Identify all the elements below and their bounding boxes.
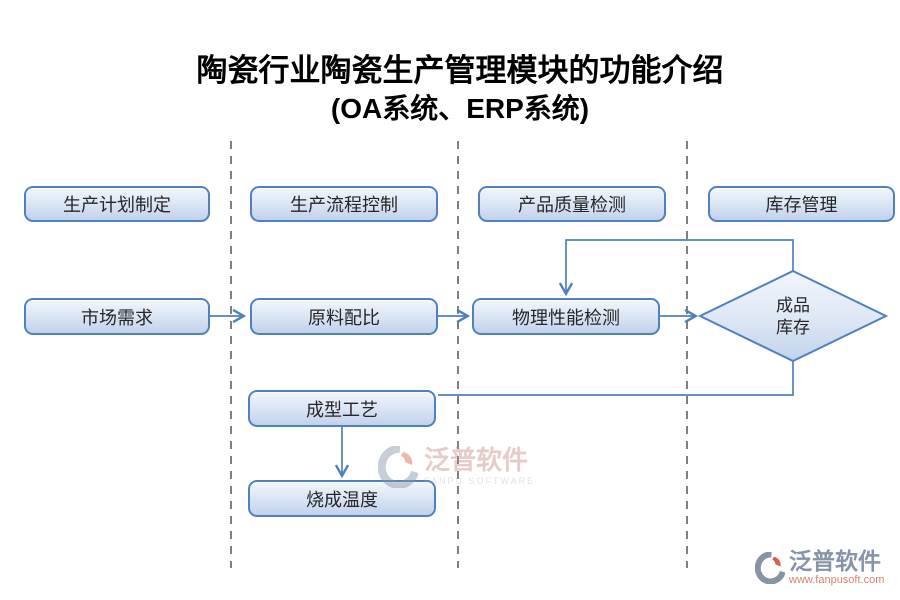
node-firing-temperature: 烧成温度 [248, 480, 436, 517]
header-inventory-management-label: 库存管理 [765, 195, 838, 215]
watermark-center-subtitle: FANPU SOFTWARE [424, 476, 536, 486]
header-process-control: 生产流程控制 [250, 186, 438, 222]
header-inventory-management: 库存管理 [708, 186, 895, 222]
node-market-demand: 市场需求 [24, 298, 210, 335]
node-raw-material-ratio: 原料配比 [250, 298, 438, 335]
watermark-center: 泛普软件 FANPU SOFTWARE [378, 446, 535, 488]
fanpu-logo-icon [755, 552, 785, 584]
node-physical-performance-test: 物理性能检测 [472, 298, 660, 335]
header-process-control-label: 生产流程控制 [290, 195, 398, 215]
diagram-title: 陶瓷行业陶瓷生产管理模块的功能介绍 (OA系统、ERP系统) [10, 52, 900, 126]
arrow-feedback-loop [558, 239, 794, 297]
watermark-bottom-right: 泛普软件 www.fanpusoft.com [755, 550, 884, 586]
watermark-center-brand: 泛普软件 [424, 446, 529, 475]
node-molding-process-label: 成型工艺 [306, 399, 378, 420]
finished-inventory-line-1: 成品 [776, 296, 810, 315]
watermark-corner-brand: 泛普软件 [789, 549, 881, 574]
line-finished-to-molding [438, 361, 794, 396]
fanpu-logo-icon [378, 446, 418, 488]
node-firing-temperature-label: 烧成温度 [306, 489, 378, 510]
finished-inventory-line-2: 库存 [776, 318, 810, 337]
node-market-demand-label: 市场需求 [81, 307, 153, 328]
node-molding-process: 成型工艺 [248, 390, 436, 427]
node-physical-performance-test-label: 物理性能检测 [512, 307, 620, 328]
watermark-corner-url: www.fanpusoft.com [789, 574, 885, 586]
node-raw-material-ratio-label: 原料配比 [308, 307, 380, 328]
header-production-plan: 生产计划制定 [24, 186, 210, 222]
title-line-2: (OA系统、ERP系统) [330, 92, 590, 124]
header-quality-inspection: 产品质量检测 [478, 186, 666, 222]
node-finished-inventory-label: 成品 库存 [743, 293, 843, 341]
title-line-1: 陶瓷行业陶瓷生产管理模块的功能介绍 [196, 53, 724, 88]
header-production-plan-label: 生产计划制定 [63, 195, 171, 215]
header-quality-inspection-label: 产品质量检测 [518, 195, 626, 215]
